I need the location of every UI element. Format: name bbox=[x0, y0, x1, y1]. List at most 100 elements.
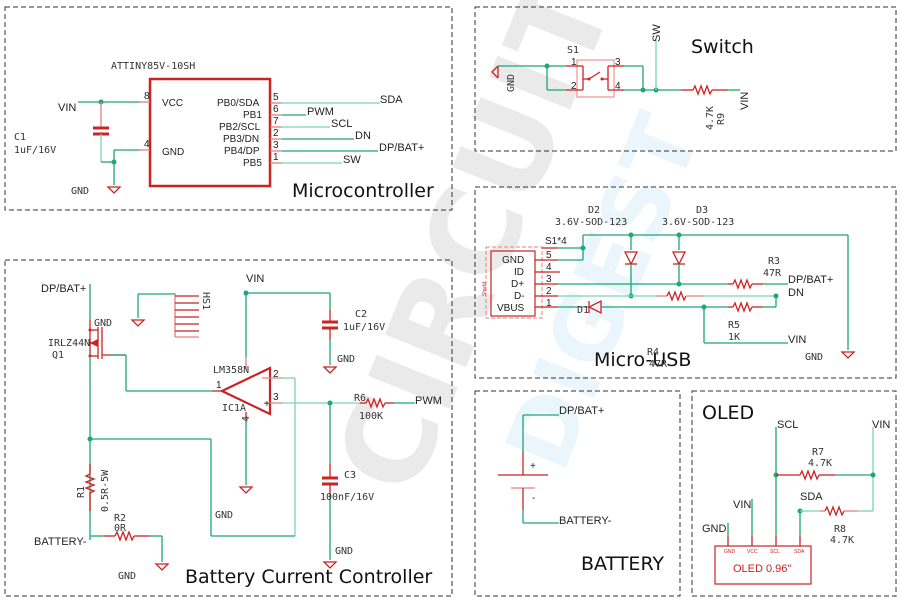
microcontroller-frame bbox=[4, 6, 453, 211]
opamp-ic1a bbox=[219, 366, 272, 416]
section-title: Switch bbox=[691, 36, 754, 58]
component-value: 47R bbox=[763, 268, 782, 279]
component-value: 1uF/16V bbox=[14, 145, 56, 156]
switch-s1 bbox=[576, 59, 615, 98]
pin-number: 4 bbox=[144, 139, 150, 150]
resistor-r6 bbox=[365, 397, 386, 409]
pin-name: SDA bbox=[794, 549, 805, 555]
pin-number: 4 bbox=[615, 81, 621, 92]
pin-number: 3 bbox=[546, 274, 552, 285]
component-value: 1K bbox=[728, 332, 740, 343]
pin-name: GND bbox=[502, 255, 524, 266]
ground-icon bbox=[154, 563, 170, 571]
oled-module bbox=[714, 545, 812, 585]
net-label-dp: DP/BAT+ bbox=[559, 405, 604, 417]
net-label-gnd: GND bbox=[805, 352, 823, 363]
resistor-r5 bbox=[732, 301, 753, 313]
net-label-sda: SDA bbox=[800, 491, 823, 503]
pin-number: 2 bbox=[546, 286, 552, 297]
pin-name: PB2/SCL bbox=[219, 122, 261, 133]
resistor-r7 bbox=[799, 469, 820, 481]
pin-number: 1 bbox=[216, 380, 222, 391]
component-ref: R4 bbox=[647, 347, 659, 358]
zener-diode-d2 bbox=[623, 251, 639, 266]
pin-number: 3 bbox=[615, 57, 621, 68]
pin-name: D- bbox=[514, 291, 525, 302]
battery-section: BATTERY DP/BAT+ BATTERY- + - bbox=[498, 405, 664, 575]
pin-name: PB4/DP bbox=[224, 146, 260, 157]
net-label-vin: VIN bbox=[788, 334, 806, 346]
component-ref: D2 bbox=[588, 205, 600, 216]
resistor-r2 bbox=[114, 530, 135, 542]
ic-name: ATTINY85V-10SH bbox=[111, 61, 195, 72]
pin-number: 1 bbox=[273, 152, 279, 163]
net-label-battery-minus: BATTERY- bbox=[559, 515, 612, 527]
pin-number: 3 bbox=[273, 392, 279, 403]
component-ref: R2 bbox=[114, 513, 126, 524]
net-label: SDA bbox=[380, 94, 403, 106]
net-label-gnd: GND bbox=[337, 354, 355, 365]
component-ref: R3 bbox=[768, 256, 780, 267]
component-ref: HS1 bbox=[200, 292, 211, 310]
net-label-pwm: PWM bbox=[415, 395, 442, 407]
component-value: 47R bbox=[649, 359, 668, 370]
pin-name: ID bbox=[514, 267, 524, 278]
plus-sign: + bbox=[530, 461, 536, 472]
component-value: 0.5R-5W bbox=[100, 469, 111, 512]
component-ref: S1 bbox=[567, 45, 579, 56]
component-ref: R1 bbox=[76, 486, 87, 498]
attiny85-ic bbox=[148, 77, 272, 188]
component-ref: R5 bbox=[728, 320, 740, 331]
pin-name: GND bbox=[162, 147, 184, 158]
pin-name: PB3/DN bbox=[223, 134, 259, 145]
section-title: Micro-USB bbox=[594, 349, 691, 371]
section-title: Microcontroller bbox=[292, 180, 434, 202]
section-title: BATTERY bbox=[581, 553, 664, 575]
switch-section: Switch GND S1 1 2 3 4 SW VIN bbox=[491, 24, 754, 130]
component-ref: C2 bbox=[355, 309, 367, 320]
ground-icon bbox=[130, 319, 146, 327]
net-label-vin: VIN bbox=[246, 273, 264, 285]
component-ref: R9 bbox=[716, 113, 727, 125]
component-ref: R7 bbox=[812, 447, 824, 458]
pin-name: D+ bbox=[511, 279, 524, 290]
component-ref: C3 bbox=[344, 470, 356, 481]
component-ref: R8 bbox=[834, 524, 846, 535]
battery-current-controller-section: Battery Current Controller DP/BAT+ GND I… bbox=[34, 273, 442, 588]
ground-icon bbox=[238, 486, 254, 494]
component-ref: Q1 bbox=[52, 350, 64, 361]
pin-number: 2 bbox=[571, 81, 577, 92]
switch-lever bbox=[588, 71, 601, 80]
ground-icon bbox=[491, 65, 499, 79]
pin-number: 2 bbox=[273, 369, 279, 380]
pin-number: 2 bbox=[273, 128, 279, 139]
net-label-scl: SCL bbox=[777, 419, 798, 431]
component-value: 3.6V-SOD-123 bbox=[662, 217, 734, 228]
component-value: 1uF/16V bbox=[343, 322, 385, 333]
component-ref: D1 bbox=[577, 305, 589, 316]
pin-name: VBUS bbox=[497, 303, 525, 314]
component-value: 0R bbox=[114, 523, 127, 534]
opamp-plus: + bbox=[264, 399, 270, 410]
net-label: DP/BAT+ bbox=[379, 142, 424, 154]
component-value: 4.7K bbox=[705, 106, 716, 130]
net-label-gnd: GND bbox=[335, 546, 353, 557]
component-ref: C1 bbox=[14, 132, 26, 143]
section-title: OLED bbox=[702, 402, 754, 424]
net-label-gnd: GND bbox=[506, 74, 517, 92]
ground-icon bbox=[840, 351, 856, 359]
pin-number: 1 bbox=[571, 57, 577, 68]
resistor-r1 bbox=[84, 473, 96, 494]
net-label-dp: DP/BAT+ bbox=[788, 274, 833, 286]
resistor-r9 bbox=[692, 84, 713, 96]
heatsink-hs1 bbox=[174, 293, 199, 338]
micro-usb-section: Micro-USB D2 3.6V-SOD-123 D3 3.6V-SOD-12… bbox=[482, 205, 856, 371]
oled-frame bbox=[691, 390, 897, 597]
component-value: 100nF/16V bbox=[320, 492, 374, 503]
battery-frame bbox=[474, 390, 681, 597]
oled-module-label: OLED 0.96" bbox=[733, 563, 791, 575]
pin-number: 5 bbox=[546, 250, 552, 261]
zener-diode-d3 bbox=[671, 251, 687, 266]
resistor-r8 bbox=[824, 505, 845, 517]
pin-number: 5 bbox=[273, 92, 279, 103]
